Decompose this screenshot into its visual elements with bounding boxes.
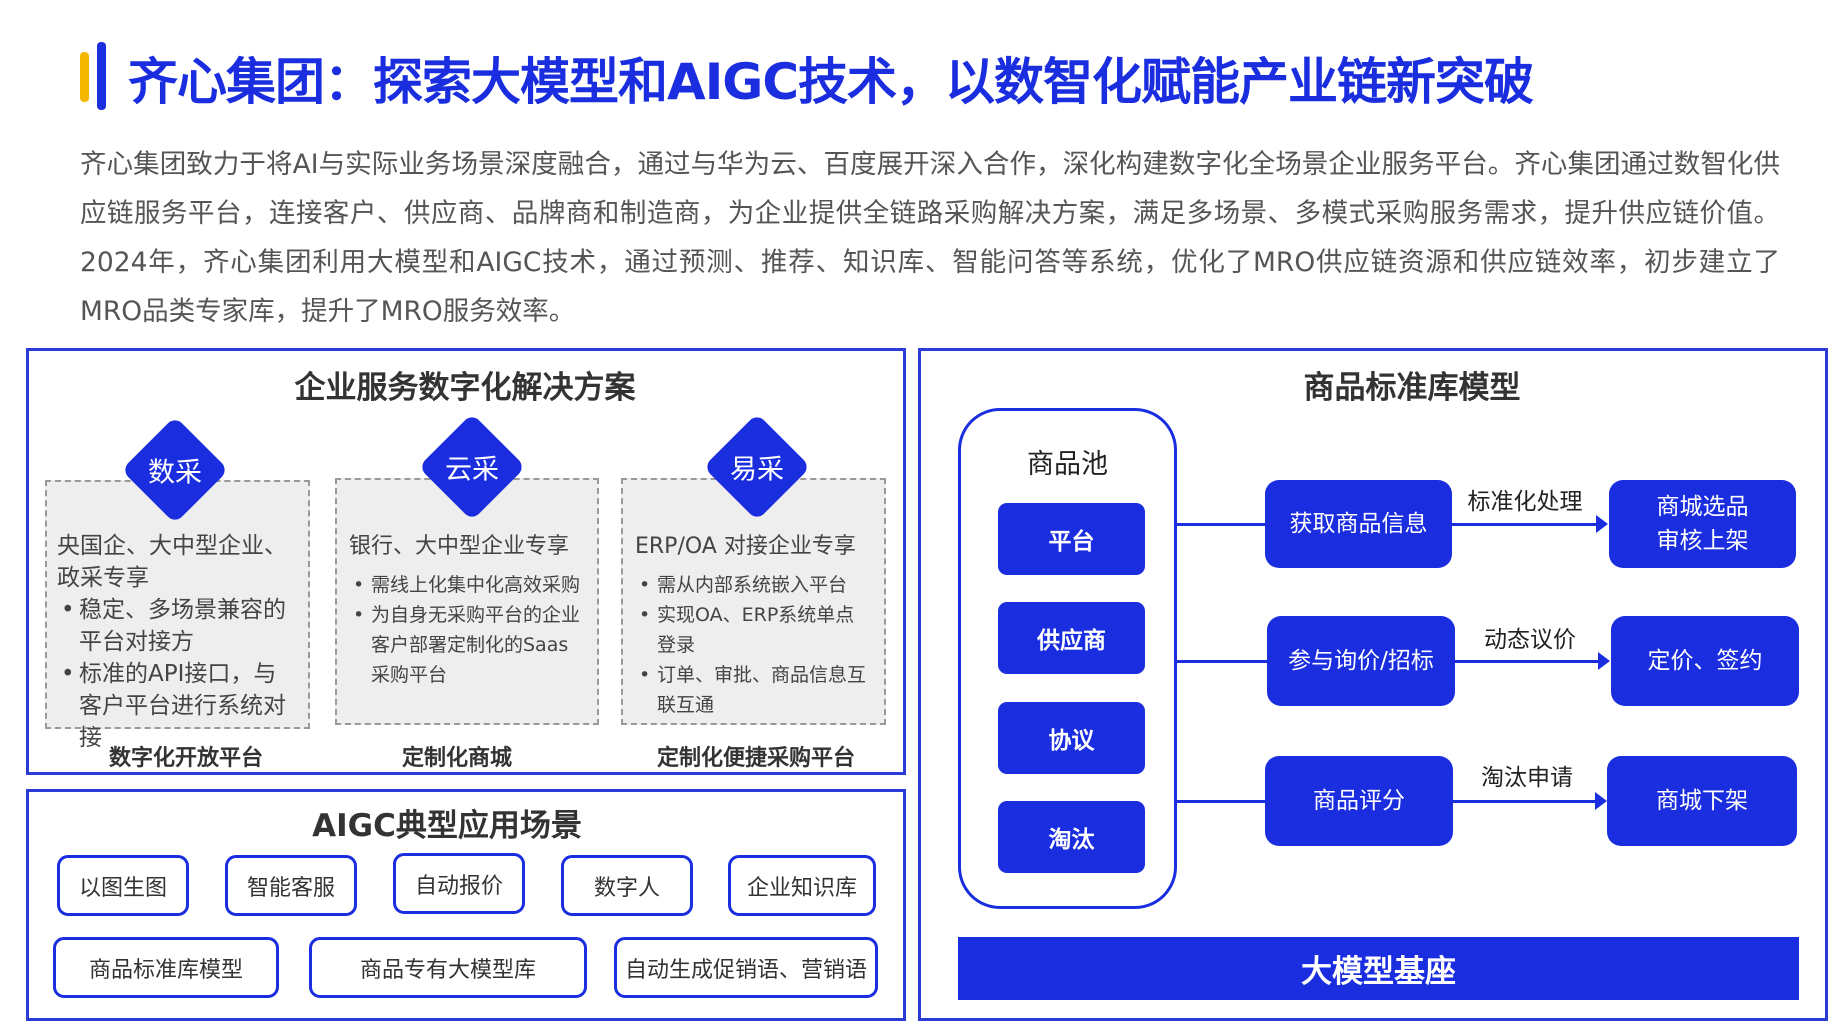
solutions-panel [26, 348, 906, 775]
model-panel [918, 348, 1828, 1021]
card-bullet: 实现OA、ERP系统单点登录 [635, 600, 872, 660]
connector-line [1175, 660, 1267, 663]
card-heading: 央国企、大中型企业、政采专享 [57, 533, 287, 591]
badge-label: 云采 [445, 454, 499, 486]
card-bullet: 为自身无采购平台的企业客户部署定制化的Saas采购平台 [349, 600, 585, 690]
solution-card-2: 银行、大中型企业专享 需线上化集中化高效采购 为自身无采购平台的企业客户部署定制… [335, 478, 599, 725]
solutions-title: 企业服务数字化解决方案 [294, 370, 636, 406]
arrow-line [1455, 660, 1599, 663]
pool-item: 平台 [998, 503, 1145, 575]
badge-label: 易采 [730, 454, 784, 486]
arrow-line [1452, 523, 1597, 526]
aigc-chip: 以图生图 [57, 855, 189, 916]
connector-line [1175, 523, 1267, 526]
connector-line [1175, 800, 1267, 803]
aigc-chip: 数字人 [561, 855, 693, 916]
aigc-chip: 自动报价 [393, 853, 525, 914]
model-title: 商品标准库模型 [1303, 370, 1521, 406]
card-bullet: 需从内部系统嵌入平台 [635, 570, 872, 600]
solution-card-3: ERP/OA 对接企业专享 需从内部系统嵌入平台 实现OA、ERP系统单点登录 … [621, 478, 886, 725]
title-accent-yellow [80, 52, 89, 102]
arrow-right-icon [1596, 515, 1608, 533]
card-bullet: 订单、审批、商品信息互联互通 [635, 660, 872, 720]
aigc-panel [26, 789, 906, 1021]
badge-label: 数采 [148, 457, 202, 489]
flow-action: 淘汰申请 [1481, 765, 1573, 791]
pool-item: 供应商 [998, 602, 1145, 674]
flow-target: 商城选品 审核上架 [1609, 480, 1796, 568]
flow-action: 标准化处理 [1467, 489, 1583, 515]
arrow-line [1453, 800, 1596, 803]
aigc-chip: 企业知识库 [728, 855, 876, 916]
model-base-bar: 大模型基座 [958, 937, 1799, 1000]
card-label: 数字化开放平台 [108, 746, 264, 771]
pool-item: 协议 [998, 702, 1145, 774]
card-bullet: 需线上化集中化高效采购 [349, 570, 585, 600]
intro-paragraph: 齐心集团致力于将AI与实际业务场景深度融合，通过与华为云、百度展开深入合作，深化… [80, 149, 1780, 327]
arrow-right-icon [1595, 792, 1607, 810]
card-label: 定制化便捷采购平台 [656, 746, 856, 771]
card-heading: ERP/OA 对接企业专享 [635, 534, 856, 559]
flow-source: 商品评分 [1265, 756, 1453, 846]
aigc-title: AIGC典型应用场景 [312, 808, 582, 844]
aigc-chip: 商品标准库模型 [53, 937, 279, 998]
arrow-right-icon [1598, 652, 1610, 670]
pool-title: 商品池 [1027, 449, 1108, 480]
card-bullet: 稳定、多场景兼容的平台对接方 [57, 594, 298, 658]
card-bullet: 标准的API接口，与客户平台进行系统对接 [57, 658, 298, 754]
aigc-chip: 智能客服 [225, 855, 357, 916]
flow-target: 商城下架 [1607, 756, 1797, 846]
flow-action: 动态议价 [1484, 627, 1576, 653]
card-label: 定制化商城 [401, 746, 513, 771]
solution-card-1: 央国企、大中型企业、政采专享 稳定、多场景兼容的平台对接方 标准的API接口，与… [45, 480, 310, 751]
page-title: 齐心集团：探索大模型和AIGC技术，以数智化赋能产业链新突破 [128, 53, 1534, 111]
pool-item: 淘汰 [998, 801, 1145, 873]
flow-source: 获取商品信息 [1265, 480, 1452, 568]
title-accent-blue [97, 42, 106, 110]
aigc-chip: 自动生成促销语、营销语 [614, 937, 878, 998]
flow-source: 参与询价/招标 [1267, 616, 1455, 706]
card-heading: 银行、大中型企业专享 [349, 534, 570, 559]
aigc-chip: 商品专有大模型库 [309, 937, 587, 998]
flow-target: 定价、签约 [1611, 616, 1799, 706]
